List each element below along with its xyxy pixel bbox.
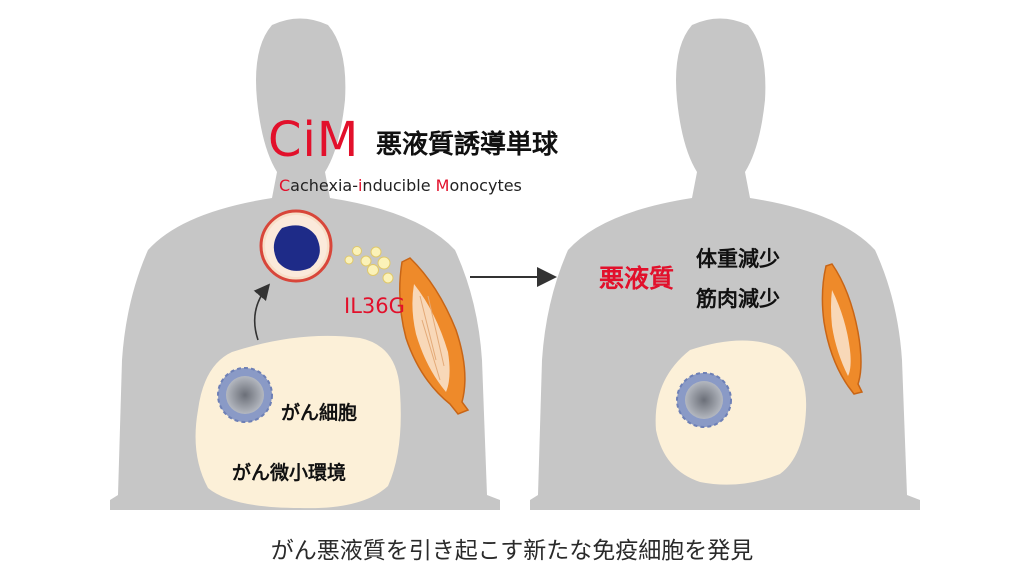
left-muscle [399,257,470,415]
expansion-text: achexia- [290,176,358,195]
recruitment-arrow [253,283,271,341]
cancer-cell-label: がん細胞 [281,402,358,424]
il36g-label: IL36G [344,294,405,318]
right-tumor-microenvironment [655,340,807,485]
right-muscle [821,263,864,395]
weight-loss-label: 体重減少 [696,247,780,271]
cim-english-expansion: Cachexia-inducible Monocytes [279,178,522,194]
caption: がん悪液質を引き起こす新たな免疫細胞を発見 [270,538,754,564]
tumor-microenvironment-label: がん微小環境 [232,462,347,484]
expansion-initial: C [279,176,291,195]
right-cancer-cell [676,372,732,428]
cachexia-label: 悪液質 [599,264,675,293]
cim-japanese-name: 悪液質誘導単球 [376,130,559,160]
right-human-silhouette [530,18,920,510]
cim-logo-text: CiM [268,112,360,168]
expansion-initial: i [357,176,363,195]
left-cancer-cell [217,367,273,423]
muscle-loss-label: 筋肉減少 [696,287,780,311]
monocyte-cell [259,209,333,283]
expansion-text: nducible [362,176,436,195]
cytokine-droplets [344,246,394,284]
expansion-initial: M [435,176,450,195]
expansion-text: onocytes [449,176,522,195]
